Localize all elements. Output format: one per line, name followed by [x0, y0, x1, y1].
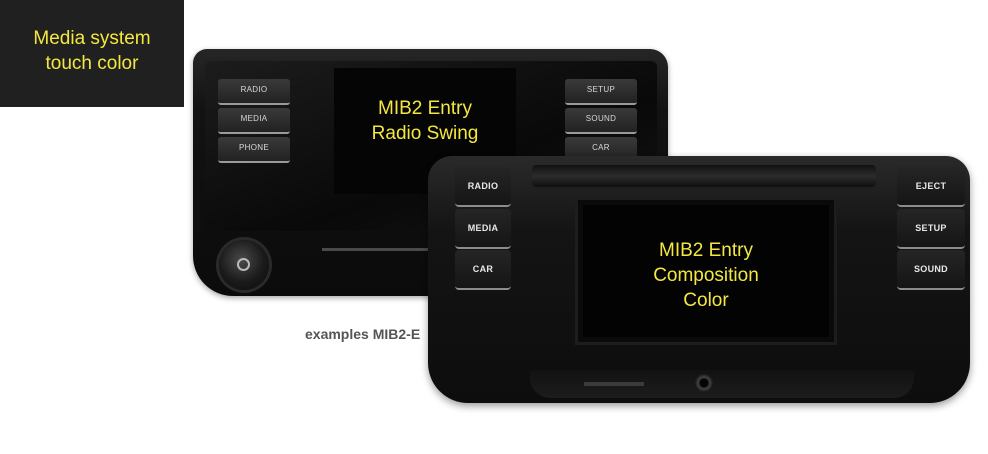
radio-swing-label: MIB2 Entry Radio Swing	[334, 96, 516, 146]
composition-color-label-line-2: Composition	[653, 265, 759, 286]
composition-color-label-line-1: MIB2 Entry	[659, 240, 753, 261]
radio-swing-label-line-1: MIB2 Entry	[378, 98, 472, 119]
cd-slot	[532, 165, 876, 187]
title-line-1: Media system	[33, 28, 151, 49]
radio-swing-radio-button[interactable]: RADIO	[218, 79, 290, 105]
radio-swing-slot	[322, 248, 430, 251]
radio-swing-media-button[interactable]: MEDIA	[218, 108, 290, 134]
composition-color-car-button[interactable]: CAR	[455, 250, 511, 290]
volume-knob[interactable]	[219, 240, 269, 290]
composition-color-media-button[interactable]: MEDIA	[455, 209, 511, 249]
radio-swing-phone-button[interactable]: PHONE	[218, 137, 290, 163]
composition-color-sound-button[interactable]: SOUND	[897, 250, 965, 290]
composition-color-label-line-3: Color	[683, 290, 729, 311]
caption: examples MIB2-E	[305, 326, 421, 342]
title-line-2: touch color	[45, 53, 139, 74]
radio-swing-setup-button[interactable]: SETUP	[565, 79, 637, 105]
radio-swing-right-buttons: SETUP SOUND CAR	[565, 79, 637, 166]
radio-swing-left-buttons: RADIO MEDIA PHONE	[218, 79, 290, 166]
title-box: Media system touch color	[0, 0, 184, 107]
radio-swing-sound-button[interactable]: SOUND	[565, 108, 637, 134]
composition-color-label: MIB2 Entry Composition Color	[583, 238, 829, 313]
radio-swing-label-line-2: Radio Swing	[371, 123, 479, 144]
composition-color-setup-button[interactable]: SETUP	[897, 209, 965, 249]
sd-card-slot	[584, 382, 644, 386]
power-icon	[237, 258, 250, 271]
composition-color-radio-button[interactable]: RADIO	[455, 167, 511, 207]
composition-color-screen[interactable]	[583, 205, 829, 337]
aux-port-icon	[695, 374, 713, 392]
composition-color-eject-button[interactable]: EJECT	[897, 167, 965, 207]
title-text: Media system touch color	[0, 26, 184, 76]
